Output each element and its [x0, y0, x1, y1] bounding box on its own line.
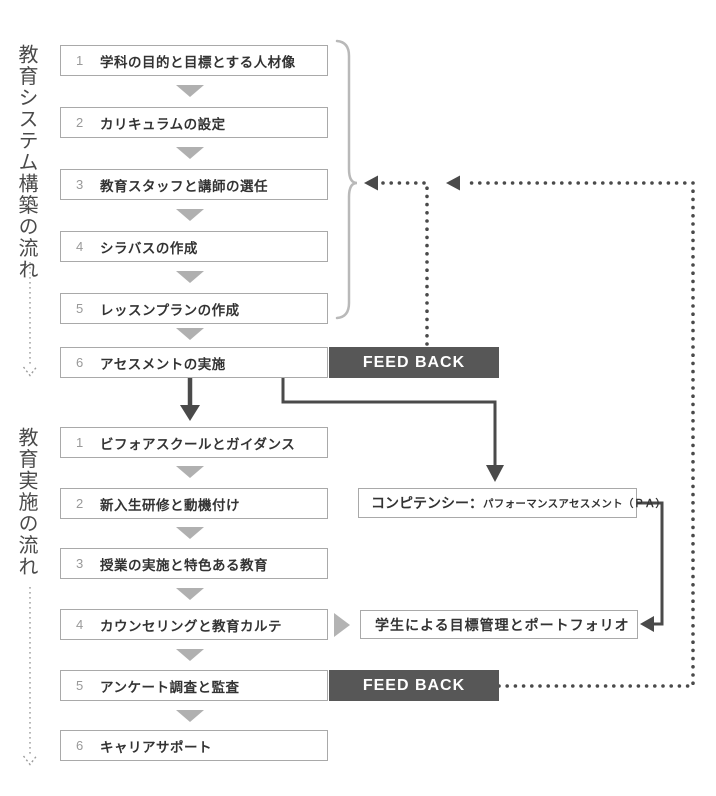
assessment-to-phase2-arrowhead-icon: [180, 405, 200, 421]
step-number: 5: [76, 678, 84, 693]
step-box-practice-1: 1 ビフォアスクールとガイダンス: [60, 427, 328, 458]
step-label: アンケート調査と監査: [100, 679, 240, 695]
step-number: 5: [76, 301, 84, 316]
feedback1-return-arrowhead-icon: [364, 175, 378, 191]
step-label: カリキュラムの設定: [100, 116, 226, 132]
step-box-practice-2: 2 新入生研修と動機付け: [60, 488, 328, 519]
step-label: レッスンプランの作成: [100, 302, 240, 318]
step-down-arrow-icon: [176, 466, 204, 478]
step-box-system-5: 5 レッスンプランの作成: [60, 293, 328, 324]
competency-to-portfolio-line: [636, 501, 664, 626]
step-label: キャリアサポート: [100, 739, 212, 755]
step-box-practice-6: 6 キャリアサポート: [60, 730, 328, 761]
step-down-arrow-icon: [176, 147, 204, 159]
step-down-arrow-icon: [176, 85, 204, 97]
step-down-arrow-icon: [176, 271, 204, 283]
portfolio-box: 学生による目標管理とポートフォリオ: [360, 610, 638, 639]
counseling-to-portfolio-triangle-icon: [334, 613, 350, 637]
step-label: カウンセリングと教育カルテ: [100, 618, 282, 634]
step-number: 3: [76, 177, 84, 192]
step-label: 授業の実施と特色ある教育: [100, 557, 268, 573]
competency-subtitle: パフォーマンスアセスメント（ＰＡ）: [483, 497, 667, 510]
step-label: 学科の目的と目標とする人材像: [100, 54, 296, 70]
step-number: 3: [76, 556, 84, 571]
assessment-to-competency-arrowhead-icon: [486, 465, 504, 482]
section1-flow-dotted-arrowhead-icon: [22, 366, 38, 377]
step-label: アセスメントの実施: [100, 356, 226, 372]
step-number: 1: [76, 435, 84, 450]
competency-title: コンピテンシー：: [371, 495, 483, 511]
step-label: ビフォアスクールとガイダンス: [100, 436, 296, 452]
assessment-to-competency-line: [281, 377, 497, 467]
feedback2-return-dotted-line: [462, 181, 695, 688]
step-down-arrow-icon: [176, 710, 204, 722]
step-box-system-1: 1 学科の目的と目標とする人材像: [60, 45, 328, 76]
feedback-badge-2: FEED BACK: [329, 670, 499, 701]
step-number: 1: [76, 53, 84, 68]
feedback-badge-1: FEED BACK: [329, 347, 499, 378]
step-label: 新入生研修と動機付け: [100, 497, 240, 513]
step-box-practice-3: 3 授業の実施と特色ある教育: [60, 548, 328, 579]
step-number: 2: [76, 115, 84, 130]
section2-flow-dotted-arrowhead-icon: [22, 755, 38, 766]
step-down-arrow-icon: [176, 588, 204, 600]
portfolio-label: 学生による目標管理とポートフォリオ: [375, 616, 630, 633]
feedback1-return-dotted-line: [380, 181, 429, 346]
step-number: 2: [76, 496, 84, 511]
step-box-practice-4: 4 カウンセリングと教育カルテ: [60, 609, 328, 640]
step-box-system-3: 3 教育スタッフと講師の選任: [60, 169, 328, 200]
step-down-arrow-icon: [176, 328, 204, 340]
step-label: 教育スタッフと講師の選任: [100, 178, 268, 194]
step-label: シラバスの作成: [100, 240, 198, 256]
step-box-practice-5: 5 アンケート調査と監査: [60, 670, 328, 701]
feedback2-return-arrowhead-icon: [446, 175, 460, 191]
step-box-system-6: 6 アセスメントの実施: [60, 347, 328, 378]
step-number: 4: [76, 239, 84, 254]
section2-side-label: 教育実施の流れ: [15, 427, 37, 578]
competency-to-portfolio-arrowhead-icon: [640, 616, 654, 632]
step-down-arrow-icon: [176, 527, 204, 539]
steps-group-brace: [335, 39, 358, 320]
step-down-arrow-icon: [176, 649, 204, 661]
step-number: 4: [76, 617, 84, 632]
step-down-arrow-icon: [176, 209, 204, 221]
step-box-system-2: 2 カリキュラムの設定: [60, 107, 328, 138]
section1-side-label: 教育システム構築の流れ: [15, 44, 37, 281]
step-box-system-4: 4 シラバスの作成: [60, 231, 328, 262]
step-number: 6: [76, 738, 84, 753]
step-number: 6: [76, 355, 84, 370]
competency-box: コンピテンシー： パフォーマンスアセスメント（ＰＡ）: [358, 488, 666, 518]
